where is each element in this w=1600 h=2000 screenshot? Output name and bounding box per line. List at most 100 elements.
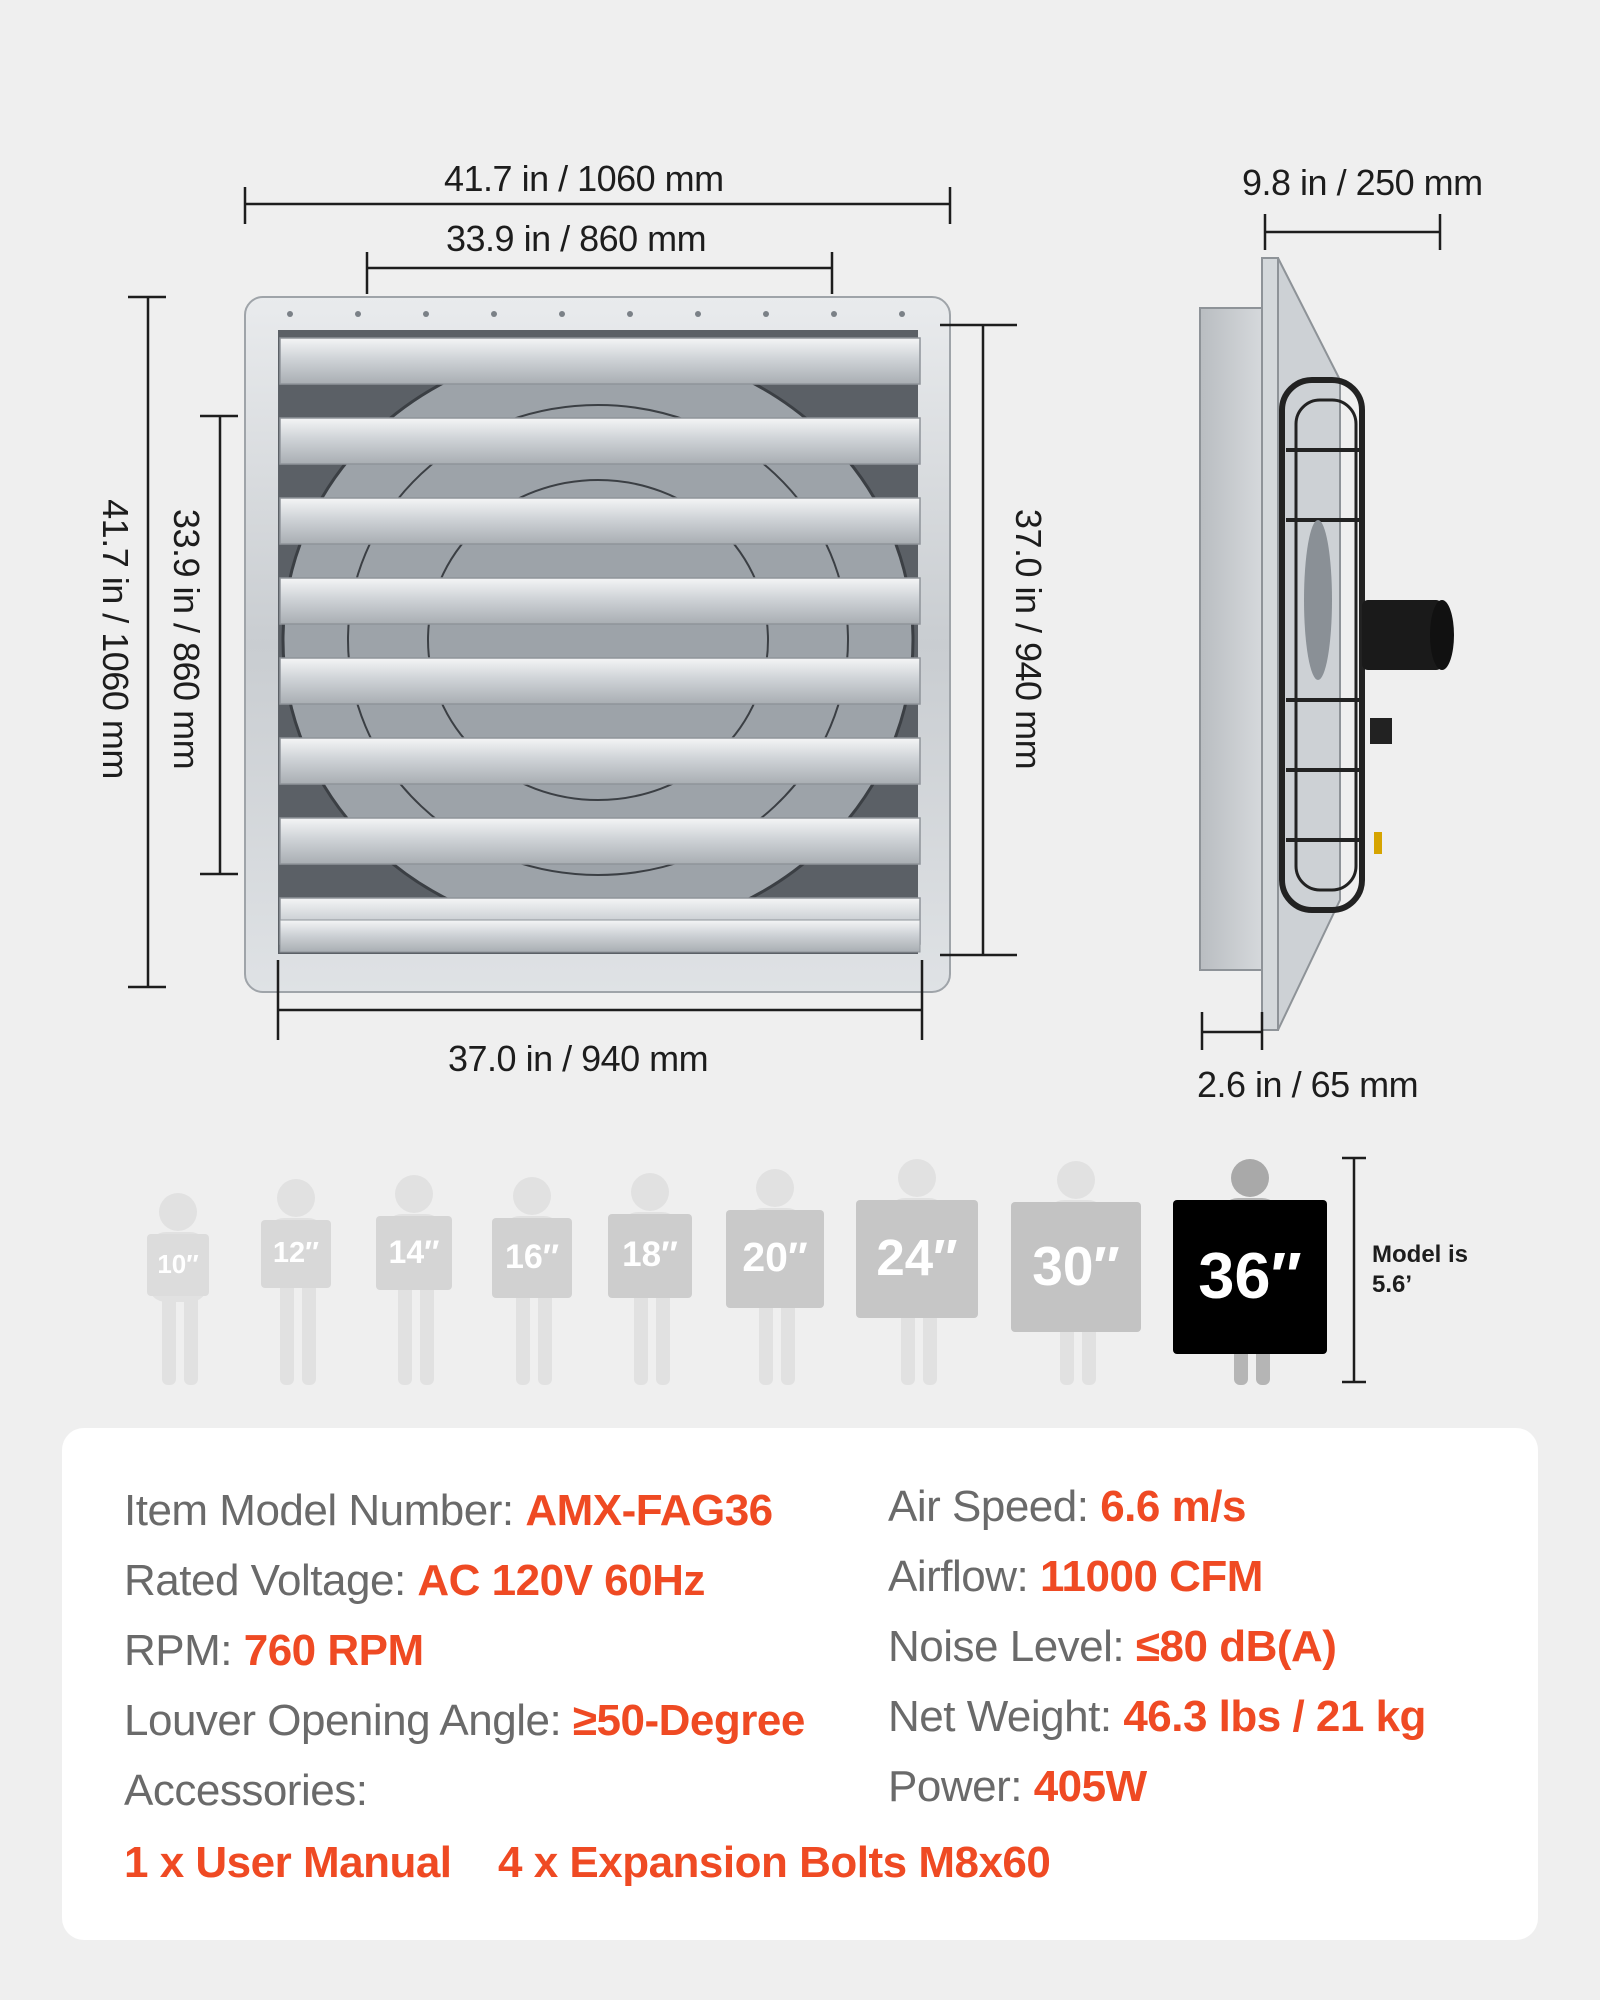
- dim-left-height-inner: 33.9 in / 860 mm: [166, 508, 207, 770]
- spec-key: RPM:: [124, 1626, 233, 1675]
- spec-key: Air Speed:: [888, 1482, 1089, 1531]
- size-board: [608, 1214, 692, 1298]
- spec-row-left: Accessories:: [124, 1766, 368, 1816]
- spec-row-left: Louver Opening Angle: ≥50-Degree: [124, 1696, 805, 1746]
- spec-row-right: Power: 405W: [888, 1762, 1147, 1812]
- spec-row-left: RPM: 760 RPM: [124, 1626, 424, 1676]
- spec-value: 46.3 lbs / 21 kg: [1123, 1692, 1426, 1741]
- mounting-hole: [355, 311, 361, 317]
- size-label: 18″: [622, 1235, 678, 1274]
- mounting-hole: [695, 311, 701, 317]
- figure-head: [159, 1193, 197, 1231]
- spec-value: ≤80 dB(A): [1135, 1622, 1337, 1671]
- spec-key: Airflow:: [888, 1552, 1029, 1601]
- louver-slat: [279, 497, 921, 545]
- dim-top-width-inner: 33.9 in / 860 mm: [446, 218, 707, 259]
- louver-slat: [279, 577, 921, 625]
- figure-leg: [420, 1276, 434, 1385]
- size-board: [376, 1216, 452, 1290]
- louver-slat: [279, 657, 921, 705]
- dim-side-flange: 2.6 in / 65 mm: [1197, 1064, 1419, 1105]
- size-label: 30″: [1032, 1235, 1120, 1297]
- mounting-hole: [899, 311, 905, 317]
- figure-head: [513, 1177, 551, 1215]
- size-comparison-figures: [147, 1156, 1366, 1385]
- figure-leg: [538, 1278, 552, 1385]
- spec-row-right: Air Speed: 6.6 m/s: [888, 1482, 1246, 1532]
- spec-value: 760 RPM: [243, 1626, 424, 1675]
- figure-leg: [302, 1280, 316, 1385]
- size-label: 10″: [157, 1249, 199, 1280]
- figure-head: [631, 1173, 669, 1211]
- louver-slat: [279, 919, 921, 953]
- spec-key: Accessories:: [124, 1766, 368, 1815]
- louver-slat: [279, 737, 921, 785]
- dim-side-depth: 9.8 in / 250 mm: [1242, 162, 1483, 203]
- spec-key: Net Weight:: [888, 1692, 1112, 1741]
- size-label: 16″: [504, 1237, 560, 1276]
- size-label: 36″: [1198, 1239, 1302, 1312]
- spec-key: Power:: [888, 1762, 1022, 1811]
- spec-key: Rated Voltage:: [124, 1556, 406, 1605]
- front-view-fan: [244, 296, 951, 993]
- side-view-fan: [1199, 257, 1454, 1031]
- spec-value: 405W: [1033, 1762, 1147, 1811]
- spec-value: 6.6 m/s: [1100, 1482, 1246, 1531]
- figure-leg: [656, 1274, 670, 1385]
- size-board: [726, 1210, 824, 1308]
- size-board: [492, 1218, 572, 1298]
- figure-leg: [184, 1294, 198, 1385]
- size-board: [856, 1200, 978, 1318]
- figure-head: [898, 1159, 936, 1197]
- dim-bottom-width: 37.0 in / 940 mm: [448, 1038, 709, 1079]
- louver-slat: [279, 817, 921, 865]
- spec-key: Noise Level:: [888, 1622, 1125, 1671]
- spec-value: AMX-FAG36: [525, 1486, 773, 1535]
- mounting-hole: [287, 311, 293, 317]
- accessory-expansion-bolts: 4 x Expansion Bolts M8x60: [498, 1838, 1051, 1887]
- mounting-hole: [763, 311, 769, 317]
- dim-right-height: 37.0 in / 940 mm: [1008, 508, 1049, 770]
- size-board: [261, 1220, 331, 1288]
- louver-slat: [279, 417, 921, 465]
- size-label: 12″: [272, 1236, 320, 1269]
- spec-row-left: Item Model Number: AMX-FAG36: [124, 1486, 773, 1536]
- figure-leg: [162, 1294, 176, 1385]
- size-label: 20″: [742, 1234, 808, 1281]
- figure-leg: [398, 1276, 412, 1385]
- fan-dimension-diagram: [128, 187, 1454, 1050]
- spec-key: Item Model Number:: [124, 1486, 514, 1535]
- figure-head: [1231, 1159, 1269, 1197]
- figure-head: [756, 1169, 794, 1207]
- spec-row-left: Rated Voltage: AC 120V 60Hz: [124, 1556, 705, 1606]
- size-label: 24″: [876, 1229, 958, 1287]
- figure-leg: [516, 1278, 530, 1385]
- dim-left-height-outer: 41.7 in / 1060 mm: [95, 499, 136, 779]
- dimension-lines: [128, 187, 1442, 1050]
- mounting-hole: [423, 311, 429, 317]
- size-board: [147, 1234, 209, 1296]
- spec-row-right: Airflow: 11000 CFM: [888, 1552, 1263, 1602]
- louver-slat: [279, 337, 921, 385]
- spec-value: 11000 CFM: [1039, 1552, 1263, 1601]
- figure-leg: [280, 1280, 294, 1385]
- figure-head: [395, 1175, 433, 1213]
- figure-head: [277, 1179, 315, 1217]
- accessory-user-manual: 1 x User Manual: [124, 1838, 452, 1887]
- dim-top-width-outer: 41.7 in / 1060 mm: [444, 158, 724, 199]
- mounting-hole: [627, 311, 633, 317]
- spec-key: Louver Opening Angle:: [124, 1696, 562, 1745]
- figure-head: [1057, 1161, 1095, 1199]
- spec-row-right: Noise Level: ≤80 dB(A): [888, 1622, 1337, 1672]
- size-board: [1173, 1200, 1327, 1354]
- model-height-note: Model is 5.6’: [1372, 1240, 1468, 1300]
- model-note-line2: 5.6’: [1372, 1271, 1413, 1298]
- spec-value: ≥50-Degree: [572, 1696, 805, 1745]
- size-label: 14″: [388, 1233, 440, 1270]
- spec-value: AC 120V 60Hz: [417, 1556, 705, 1605]
- figure-leg: [634, 1274, 648, 1385]
- mounting-hole: [559, 311, 565, 317]
- mounting-hole: [491, 311, 497, 317]
- size-board: [1011, 1202, 1141, 1332]
